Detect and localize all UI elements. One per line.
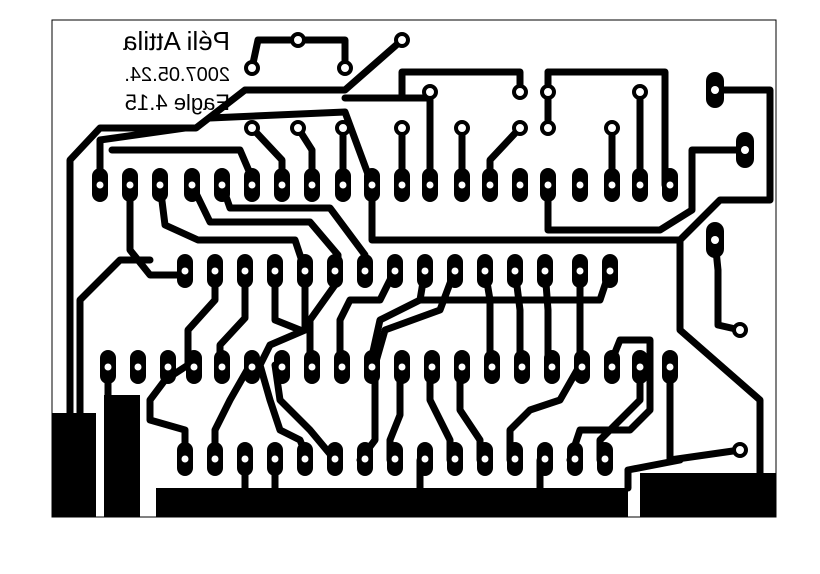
- trace: [398, 68, 524, 99]
- trace: [566, 336, 654, 464]
- trace: [506, 361, 584, 464]
- trace: [624, 456, 684, 492]
- date-label: 2007.05.24.: [124, 64, 230, 86]
- trace: [368, 86, 774, 244]
- pour-left-2: [104, 395, 140, 517]
- pad-row-top: [92, 168, 678, 202]
- trace: [666, 361, 744, 464]
- pad-row-mid: [177, 254, 618, 288]
- trace: [206, 108, 376, 189]
- trace: [156, 181, 309, 274]
- trace: [96, 124, 189, 189]
- pour-bottom-right: [640, 473, 776, 517]
- trace: [66, 36, 406, 417]
- trace: [256, 266, 312, 464]
- pour-left-1: [52, 413, 96, 517]
- vias: [244, 32, 748, 458]
- pour-bottom-main: [156, 488, 628, 517]
- trace: [76, 256, 154, 417]
- copper-pours: [52, 395, 776, 517]
- pad-row-bottom: [177, 442, 613, 476]
- pad-row-low: [100, 350, 678, 384]
- trace: [544, 68, 669, 189]
- trace: [676, 236, 764, 477]
- pad-connector-right: [706, 72, 754, 258]
- trace: [336, 266, 399, 369]
- author-label: Péli Attila: [123, 26, 230, 56]
- trace: [306, 281, 339, 369]
- trace: [544, 146, 749, 234]
- tool-version-label: Eagle 4.15: [124, 90, 230, 115]
- pads: [92, 32, 754, 476]
